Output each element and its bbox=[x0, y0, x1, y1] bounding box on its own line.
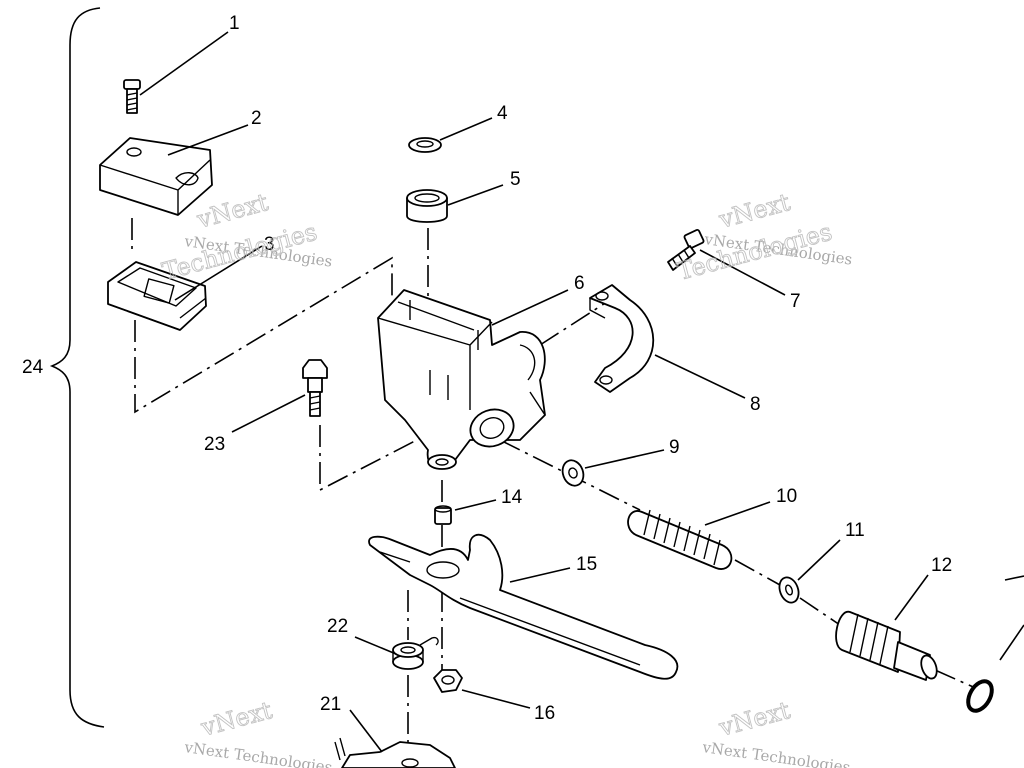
part-4-washer bbox=[408, 137, 442, 153]
callout-15: 15 bbox=[576, 554, 597, 575]
callout-22: 22 bbox=[327, 616, 348, 637]
callout-12: 12 bbox=[931, 555, 952, 576]
watermark-bottom-left: vNext Technologies vNext bbox=[182, 696, 333, 768]
callout-2: 2 bbox=[251, 108, 262, 129]
assembly-bracket bbox=[49, 7, 105, 728]
callout-6: 6 bbox=[574, 273, 585, 294]
svg-text:vNext: vNext bbox=[197, 696, 275, 742]
callout-21: 21 bbox=[320, 694, 341, 715]
part-3-diaphragm bbox=[107, 261, 207, 331]
callout-16: 16 bbox=[534, 703, 555, 724]
callout-10: 10 bbox=[776, 486, 797, 507]
callout-5: 5 bbox=[510, 169, 521, 190]
svg-text:vNext Technologies: vNext Technologies bbox=[700, 738, 851, 768]
part-8-clamp bbox=[589, 284, 655, 393]
svg-text:vNext: vNext bbox=[715, 188, 793, 234]
centerline-gasket bbox=[134, 256, 393, 414]
part-16-nut bbox=[433, 669, 463, 693]
part-10-spring bbox=[627, 509, 733, 570]
watermark-bottom-right: vNext Technologies vNext bbox=[700, 696, 851, 768]
callout-24: 24 bbox=[22, 357, 44, 378]
callout-3: 3 bbox=[264, 234, 275, 255]
part-15-lever bbox=[368, 533, 679, 680]
callout-1: 1 bbox=[229, 13, 240, 34]
part-2-cover bbox=[99, 137, 213, 216]
callout-labels: 1 2 3 4 5 6 7 8 9 10 11 12 14 15 16 21 2… bbox=[22, 13, 952, 724]
callout-11: 11 bbox=[845, 520, 865, 541]
callout-14: 14 bbox=[501, 487, 523, 508]
callout-9: 9 bbox=[669, 437, 680, 458]
part-12-piston bbox=[835, 611, 938, 681]
centerline-clamp bbox=[539, 299, 611, 346]
part-23-bolt bbox=[302, 359, 328, 417]
callout-8: 8 bbox=[750, 394, 761, 415]
part-5-bushing bbox=[406, 189, 448, 223]
part-22-spring bbox=[392, 636, 439, 670]
part-o-ring bbox=[966, 575, 1024, 713]
part-6-master-cylinder bbox=[377, 289, 546, 470]
callout-4: 4 bbox=[497, 103, 508, 124]
part-7-bolt bbox=[667, 229, 705, 271]
part-14-bushing bbox=[434, 505, 452, 525]
callout-7: 7 bbox=[790, 291, 801, 312]
centerline-bolt-23 bbox=[319, 425, 441, 492]
svg-text:vNext Technologies: vNext Technologies bbox=[182, 738, 333, 768]
leader-lines bbox=[139, 31, 929, 753]
part-1-screw bbox=[123, 79, 141, 114]
part-9-washer bbox=[561, 459, 585, 487]
svg-text:vNext: vNext bbox=[715, 696, 793, 742]
callout-23: 23 bbox=[204, 434, 225, 455]
svg-text:vNext: vNext bbox=[193, 188, 271, 234]
part-21-bracket bbox=[334, 737, 456, 768]
part-11-washer bbox=[778, 576, 800, 604]
